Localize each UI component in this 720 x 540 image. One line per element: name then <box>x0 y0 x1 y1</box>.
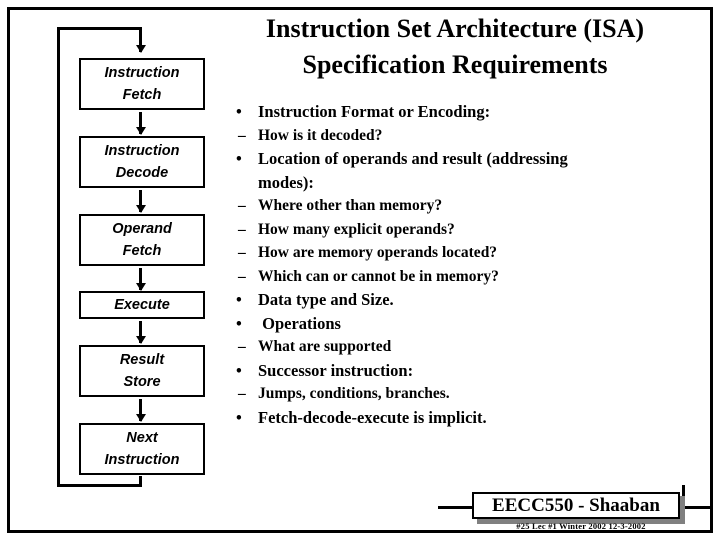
list-item: • Fetch-decode-execute is implicit. <box>232 406 702 430</box>
flow-box-line-1: Operand <box>112 221 172 237</box>
flow-box-line-2: Fetch <box>122 87 162 103</box>
flow-box-line-2: Instruction <box>104 452 180 468</box>
dash-marker: – <box>238 126 246 144</box>
bullet-marker: • <box>236 290 242 309</box>
feedback-loop-top-segment <box>57 27 142 30</box>
flow-arrow-result-to-next <box>139 399 142 421</box>
list-item-text: Instruction Format or Encoding: <box>258 102 491 121</box>
list-item-text: How is it decoded? <box>258 126 383 144</box>
flow-box-result-store[interactable]: Result Store <box>79 345 205 397</box>
dash-marker: – <box>238 220 246 238</box>
flow-box-next-instruction[interactable]: Next Instruction <box>79 423 205 475</box>
list-item: • Location of operands and result (addre… <box>232 147 702 171</box>
list-item-text: How many explicit operands? <box>258 220 455 238</box>
footer-fineprint: #25 Lec #1 Winter 2002 12-3-2002 <box>516 521 646 531</box>
list-item-text: Successor instruction: <box>258 360 414 380</box>
list-item-text: Location of operands and result (address… <box>258 149 568 168</box>
flow-box-line-1: Instruction <box>104 65 180 81</box>
page-title-line-2: Specification Requirements <box>302 50 608 79</box>
bullet-marker: • <box>236 149 242 168</box>
list-item: – Where other than memory? <box>232 194 702 218</box>
flow-box-line-2: Decode <box>115 165 169 181</box>
list-item-text: What are supported <box>258 338 392 355</box>
feedback-loop-return-riser <box>139 476 142 487</box>
list-item-text: Data type and Size. <box>258 290 394 309</box>
list-item-text: Where other than memory? <box>258 197 443 214</box>
flow-box-line-2: Store <box>123 374 161 390</box>
dash-marker: – <box>238 338 246 355</box>
list-item: – What are supported <box>232 335 702 359</box>
flow-box-line-2: Fetch <box>122 243 162 259</box>
page-title-line-1: Instruction Set Architecture (ISA) <box>265 14 645 43</box>
feedback-loop-bottom-segment <box>57 484 142 487</box>
list-item: • Successor instruction: <box>232 359 702 383</box>
list-item-text: How are memory operands located? <box>258 244 498 261</box>
flow-box-execute[interactable]: Execute <box>79 291 205 319</box>
footer-connector-right <box>682 506 710 509</box>
flow-arrow-fetch-to-decode <box>139 112 142 134</box>
footer-course-plaque: EECC550 - Shaaban <box>472 492 680 519</box>
list-item: • Data type and Size. <box>232 288 702 312</box>
list-item: – Which can or cannot be in memory? <box>232 265 702 289</box>
bullet-marker: • <box>236 102 242 121</box>
dash-marker: – <box>238 197 246 214</box>
list-item: • Operations <box>232 312 702 336</box>
flow-box-line-1: Next <box>126 430 158 446</box>
dash-marker: – <box>238 267 246 285</box>
list-item-text: Fetch-decode-execute is implicit. <box>258 407 487 427</box>
flow-box-instruction-decode[interactable]: Instruction Decode <box>79 136 205 188</box>
bullet-marker: • <box>236 407 242 427</box>
flow-arrow-decode-to-operand <box>139 190 142 212</box>
flow-arrow-execute-to-result <box>139 321 142 343</box>
flow-box-instruction-fetch[interactable]: Instruction Fetch <box>79 58 205 110</box>
flow-box-line-1: Execute <box>114 297 170 313</box>
list-item: – How are memory operands located? <box>232 241 702 265</box>
slide-outer-border <box>7 7 713 533</box>
page-title: Instruction Set Architecture (ISA) Speci… <box>205 11 705 83</box>
flow-box-operand-fetch[interactable]: Operand Fetch <box>79 214 205 266</box>
bullet-marker: • <box>236 360 242 380</box>
bullet-marker: • <box>236 313 242 333</box>
flow-box-line-1: Instruction <box>104 143 180 159</box>
footer-course-label: EECC550 - Shaaban <box>492 494 660 516</box>
list-item-text: Which can or cannot be in memory? <box>258 267 499 285</box>
flow-box-line-1: Result <box>119 352 165 368</box>
list-item: – How is it decoded? <box>232 124 702 148</box>
list-item: • Instruction Format or Encoding: <box>232 100 702 124</box>
list-item-continuation: modes): <box>258 172 314 192</box>
list-item: – Jumps, conditions, branches. <box>232 382 702 406</box>
footer-connector-left <box>438 506 474 509</box>
flow-arrow-operand-to-execute <box>139 268 142 290</box>
list-item-text: Operations <box>258 313 341 333</box>
list-item: – How many explicit operands? <box>232 218 702 242</box>
dash-marker: – <box>238 244 246 261</box>
feedback-loop-arrow <box>139 27 142 52</box>
list-item-text: Jumps, conditions, branches. <box>258 385 450 402</box>
requirements-list: • Instruction Format or Encoding: – How … <box>232 100 702 429</box>
feedback-loop-left-segment <box>57 27 60 487</box>
dash-marker: – <box>238 385 246 402</box>
